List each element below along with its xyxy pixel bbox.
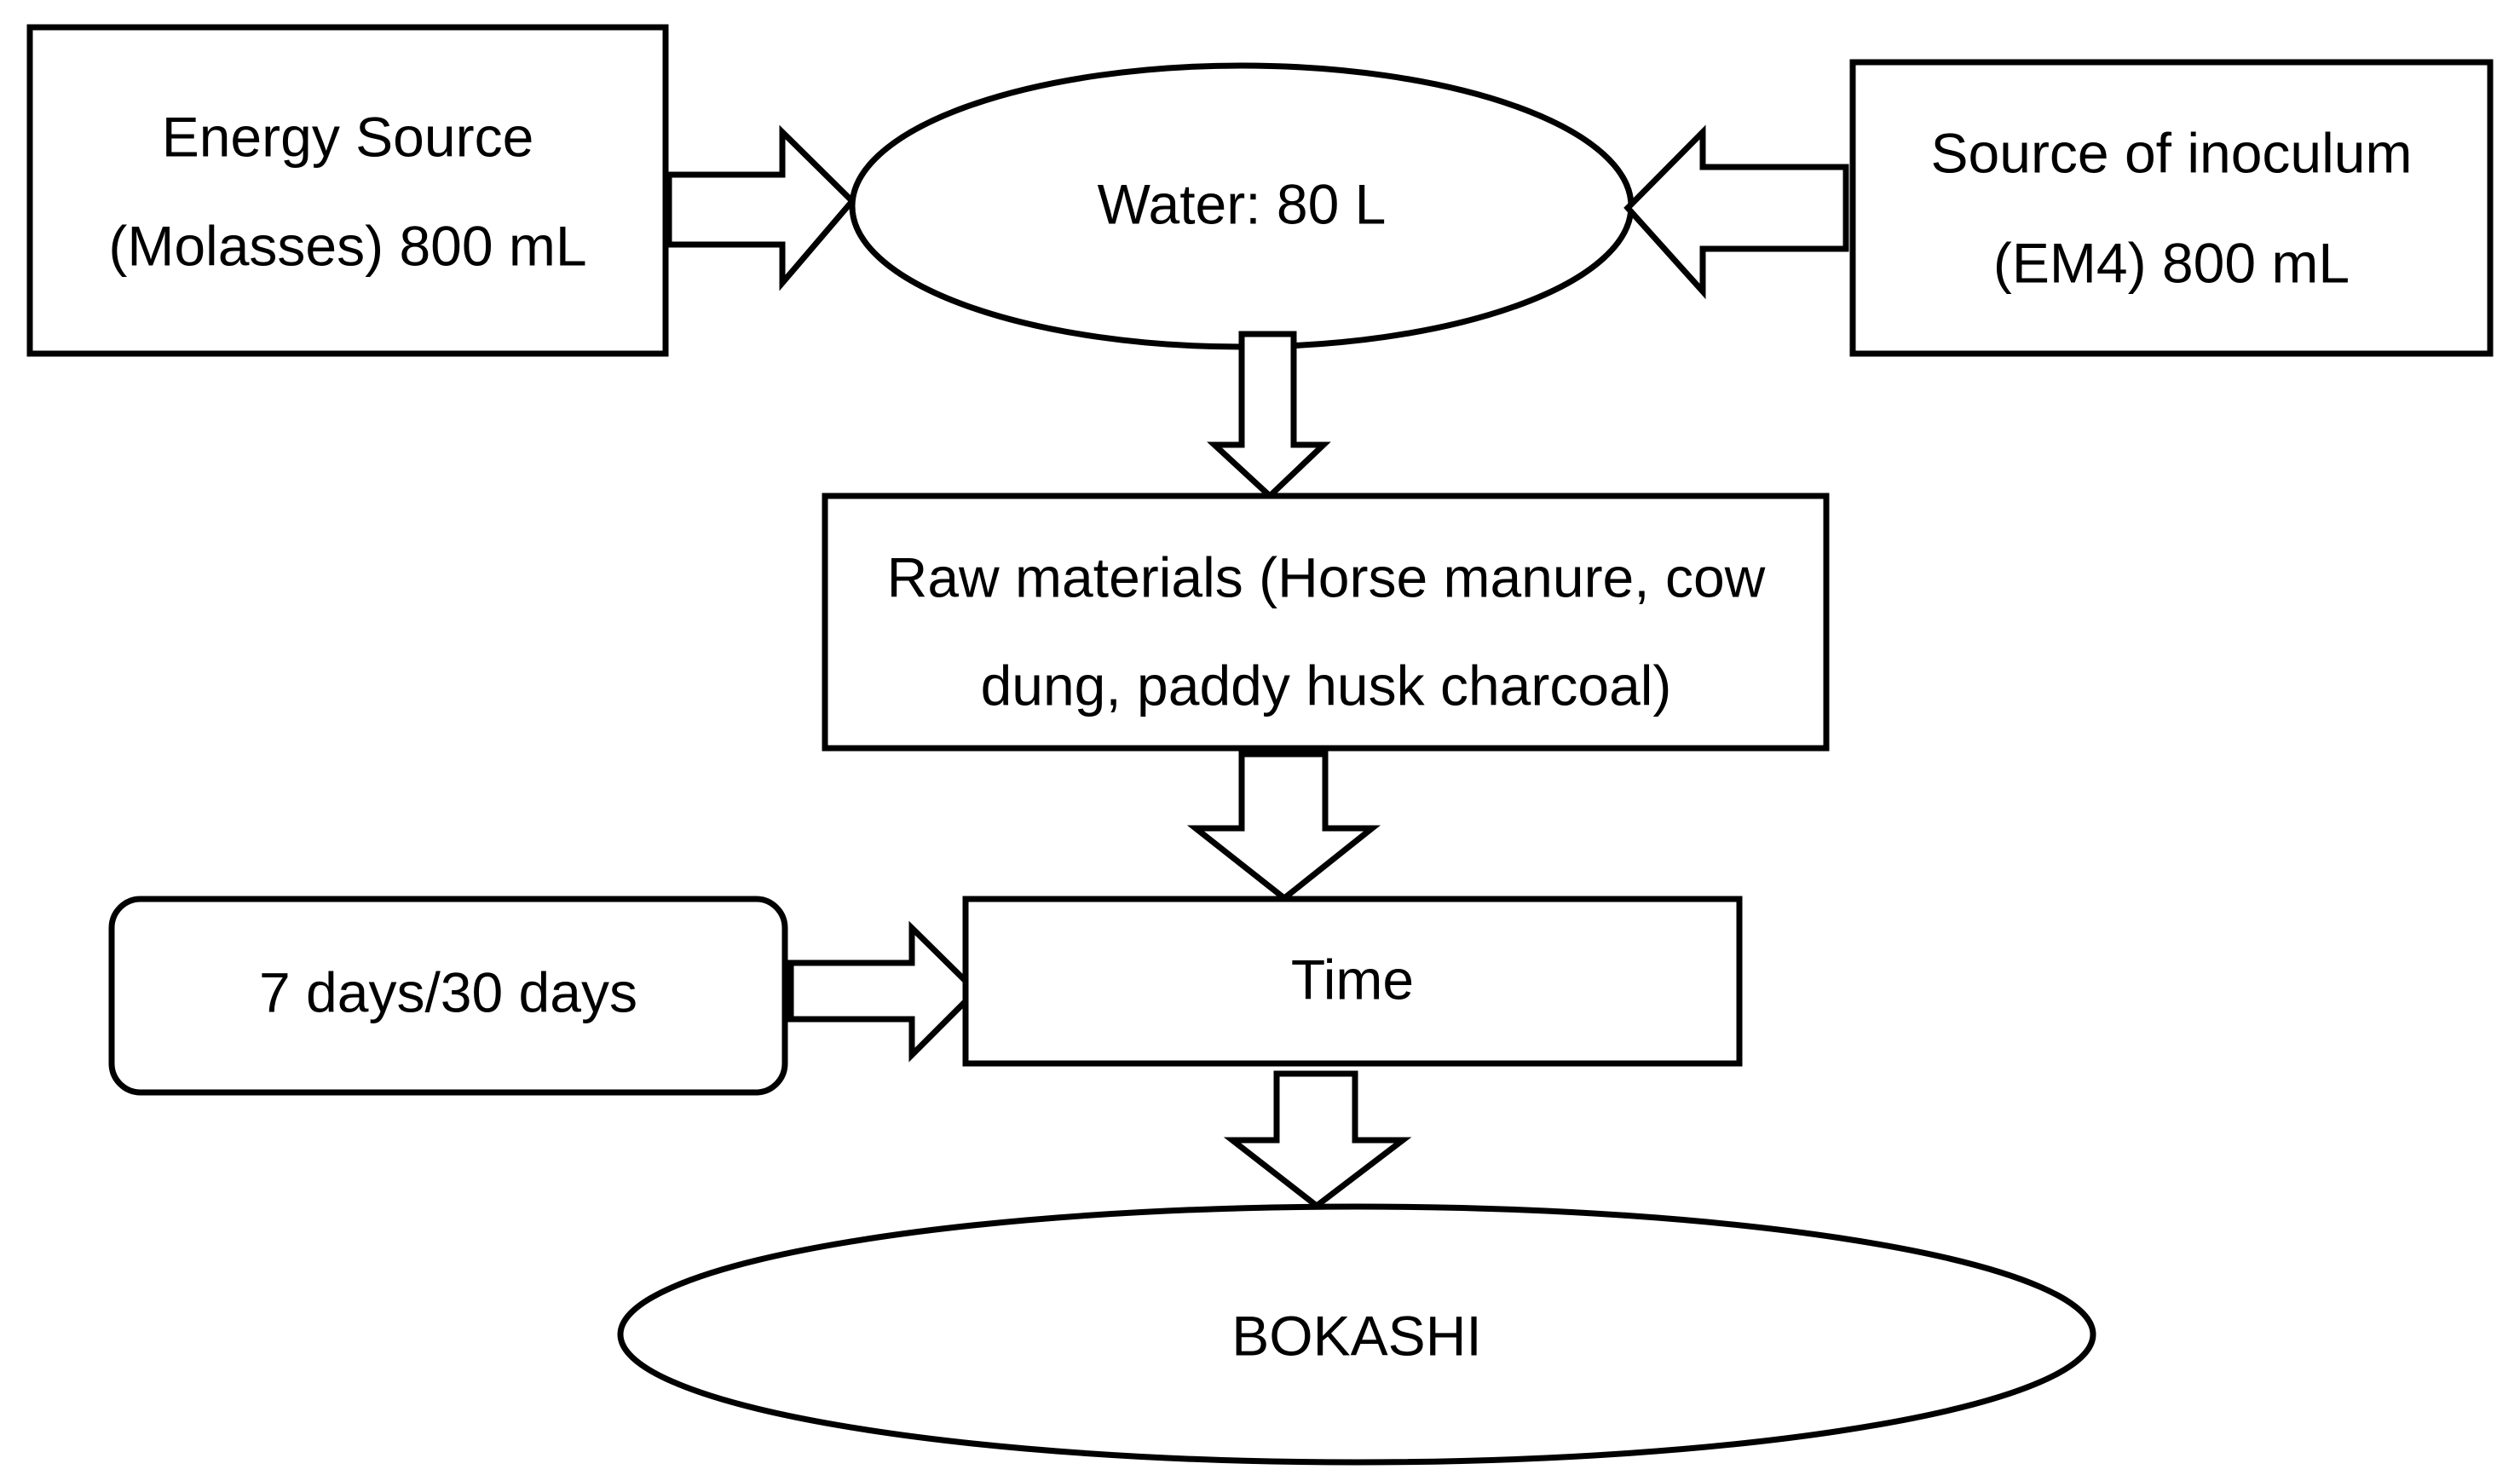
bokashi-label: BOKASHI [1231,1304,1481,1367]
water-label: Water: 80 L [1098,172,1387,235]
duration-label: 7 days/30 days [259,960,637,1023]
duration-box [108,896,788,1096]
time-box [962,896,1743,1067]
time-label: Time [1291,948,1414,1011]
inoculum-node: Source of inoculum (EM4) 800 mL [1849,59,2494,357]
time-node: Time [962,896,1743,1067]
arrow-inoculum-to-water [1623,124,1849,300]
arrow-duration-to-time [787,920,980,1063]
duration-node: 7 days/30 days [108,896,788,1096]
energy-source-node: Energy Source (Molasses) 800 mL [26,24,669,357]
energy-source-label-line2: (Molasses) 800 mL [108,214,586,277]
arrow-time-to-bokashi [1223,1070,1412,1210]
bokashi-ellipse [617,1203,2096,1466]
energy-source-label-line1: Energy Source [162,105,534,168]
arrow-water-to-raw-materials [1207,331,1331,500]
arrow-energy-to-water [666,124,856,291]
arrow-raw-materials-to-time [1186,751,1381,902]
raw-materials-box [822,493,1830,752]
inoculum-label-line1: Source of inoculum [1931,121,2413,184]
inoculum-label-line2: (EM4) 800 mL [1993,231,2350,294]
energy-source-box [26,24,669,357]
raw-materials-label-line1: Raw materials (Horse manure, cow [887,545,1766,608]
inoculum-box [1849,59,2494,357]
water-node: Water: 80 L [849,62,1635,350]
raw-materials-node: Raw materials (Horse manure, cow dung, p… [822,493,1830,752]
raw-materials-label-line2: dung, paddy husk charcoal) [981,654,1672,717]
bokashi-node: BOKASHI [617,1203,2096,1466]
